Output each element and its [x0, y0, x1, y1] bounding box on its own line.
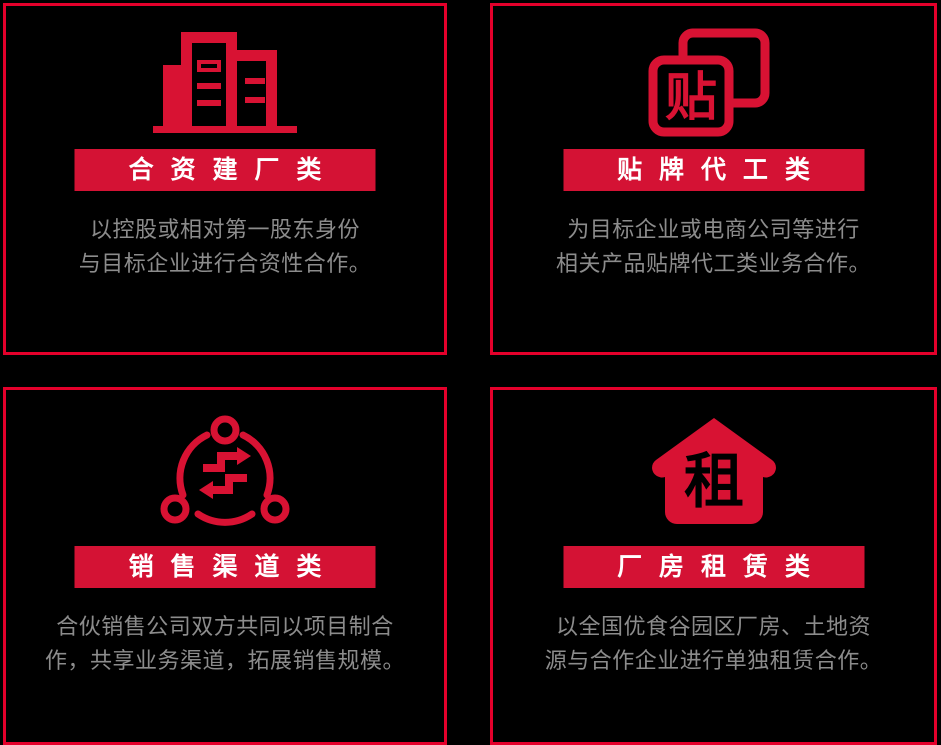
- card-title: 厂 房 租 赁 类: [617, 552, 815, 581]
- card-description: 合伙销售公司双方共同以项目制合 作，共享业务渠道，拓展销售规模。: [44, 614, 405, 673]
- card-description: 以控股或相对第一股东身份 与目标企业进行合资性合作。: [78, 217, 372, 276]
- card-sales-channel[interactable]: 销 售 渠 道 类 合伙销售公司双方共同以项目制合 作，共享业务渠道，拓展销售规…: [3, 387, 447, 745]
- card-title-banner: 合 资 建 厂 类: [74, 149, 376, 191]
- card-description: 为目标企业或电商公司等进行 相关产品贴牌代工类业务合作。: [555, 217, 871, 276]
- card-title: 贴 牌 代 工 类: [617, 155, 815, 184]
- card-description: 以全国优食谷园区厂房、土地资 源与合作企业进行单独租赁合作。: [544, 614, 883, 673]
- card-factory-lease[interactable]: 租 厂 房 租 赁 类 以全国优食谷园区厂房、土地资 源与合作企业进行单独租赁合…: [490, 387, 937, 745]
- oem-label-icon: 贴: [493, 20, 934, 142]
- card-title: 销 售 渠 道 类: [128, 552, 327, 581]
- card-title-banner: 贴 牌 代 工 类: [563, 149, 864, 191]
- card-oem-manufacturing[interactable]: 贴 贴 牌 代 工 类 为目标企业或电商公司等进行 相关产品贴牌代工类业务合作。: [490, 3, 937, 355]
- card-joint-venture-factory[interactable]: 合 资 建 厂 类 以控股或相对第一股东身份 与目标企业进行合资性合作。: [3, 3, 447, 355]
- card-title-banner: 厂 房 租 赁 类: [563, 546, 864, 588]
- factory-lease-house-icon: 租: [493, 412, 934, 534]
- card-title-banner: 销 售 渠 道 类: [74, 546, 376, 588]
- factory-building-icon: [6, 20, 444, 142]
- sales-channel-network-icon: [6, 412, 444, 534]
- card-title: 合 资 建 厂 类: [128, 155, 327, 184]
- svg-text:贴: 贴: [664, 68, 716, 128]
